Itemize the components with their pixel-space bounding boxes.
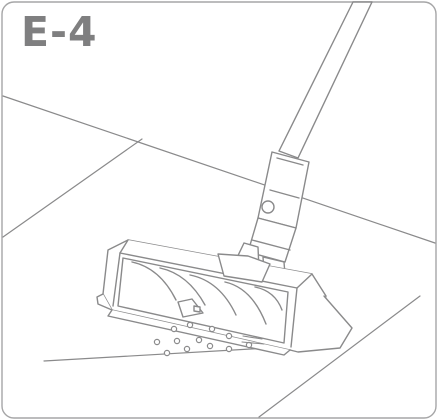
dust-dot bbox=[173, 337, 181, 345]
brush-bristle bbox=[254, 286, 283, 311]
neck-line bbox=[251, 239, 291, 251]
step-label: E-4 bbox=[21, 8, 98, 56]
floor-line-left bbox=[2, 138, 143, 238]
brush-bristle bbox=[224, 281, 267, 325]
wand-joint-line bbox=[269, 189, 300, 199]
suction-line bbox=[242, 335, 263, 340]
floor-brush-head-icon bbox=[96, 239, 353, 356]
brush-left-edge bbox=[112, 252, 121, 307]
dust-dot bbox=[195, 336, 203, 344]
brush-bristle bbox=[159, 267, 206, 306]
dust-dot bbox=[225, 345, 233, 353]
left-wheel bbox=[96, 293, 113, 311]
dust-dot bbox=[225, 332, 233, 340]
front-lip bbox=[107, 309, 291, 356]
release-button bbox=[261, 200, 275, 214]
wand-joint-line bbox=[276, 157, 304, 166]
dust-dot bbox=[206, 342, 214, 350]
dust-particles-icon bbox=[153, 321, 253, 357]
dust-dot bbox=[153, 338, 161, 346]
vacuum-wand bbox=[278, 1, 373, 159]
right-cap bbox=[289, 295, 353, 353]
dust-dot bbox=[163, 349, 171, 357]
brush-bristle bbox=[189, 274, 237, 316]
floor-line-right bbox=[258, 295, 421, 418]
brush-bristle bbox=[131, 261, 177, 301]
suction-line bbox=[241, 341, 265, 345]
dust-dot bbox=[170, 325, 178, 333]
neck-connector bbox=[247, 217, 297, 263]
dust-dot bbox=[183, 345, 191, 353]
floor-lines bbox=[2, 95, 436, 418]
dust-dot bbox=[186, 321, 194, 329]
brush-head-neck bbox=[217, 253, 271, 283]
brush-right-edge bbox=[290, 287, 298, 348]
brush-release-tab bbox=[177, 298, 204, 318]
dust-dot bbox=[208, 325, 216, 333]
floor-line-back bbox=[2, 95, 436, 244]
brush-release-slot bbox=[193, 305, 201, 313]
suction-lines bbox=[241, 335, 265, 345]
